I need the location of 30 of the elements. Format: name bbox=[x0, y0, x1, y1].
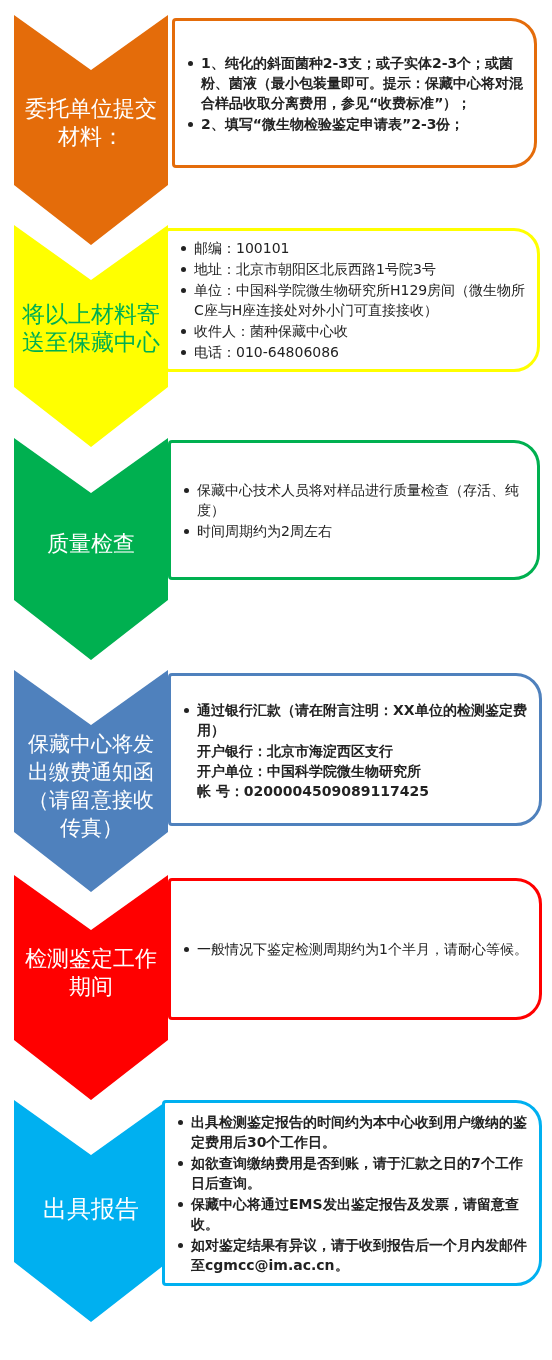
bullet-item: 收件人：菌种保藏中心收 bbox=[178, 321, 529, 341]
bullet-item: 2、填写“微生物检验鉴定申请表”2-3份； bbox=[185, 113, 526, 134]
info-panel bbox=[168, 440, 540, 580]
bullet-item: 1、纯化的斜面菌种2-3支；或子实体2-3个；或菌粉、菌液（最小包装量即可。提示：保藏中心将对混合样品收取分离费用，参见“收费标准”）； bbox=[185, 52, 526, 113]
step-title: 质量检查 bbox=[46, 530, 136, 558]
bullet-item: 通过银行汇款（请在附言注明：XX单位的检测鉴定费用） bbox=[181, 699, 531, 740]
bullet-item: 邮编：100101 bbox=[178, 238, 529, 258]
step-title: 将以上材料寄送至保藏中心 bbox=[22, 300, 160, 356]
bullet-item: 一般情况下鉴定检测周期约为1个半月，请耐心等候。 bbox=[181, 939, 531, 959]
bullet-item: 如对鉴定结果有异议，请于收到报告后一个月内发邮件至cgmcc@im.ac.cn。 bbox=[175, 1234, 531, 1275]
step-title: 出具报告 bbox=[42, 1195, 140, 1223]
bullet-item: 保藏中心将通过EMS发出鉴定报告及发票，请留意查收。 bbox=[175, 1193, 531, 1234]
step-title: 保藏中心将发出缴费通知函（请留意接收传真） bbox=[27, 731, 155, 842]
detail-line: 开户单位：中国科学院微生物研究所 bbox=[197, 761, 422, 781]
bullet-item: 如欲查询缴纳费用是否到账，请于汇款之日的7个工作日后查询。 bbox=[175, 1152, 531, 1193]
step-title: 检测鉴定工作期间 bbox=[24, 945, 158, 1001]
info-panel bbox=[162, 1100, 542, 1286]
bullet-item: 时间周期约为2周左右 bbox=[181, 520, 529, 541]
info-panel bbox=[168, 673, 542, 826]
detail-line: 帐 号：0200004509089117425 bbox=[197, 781, 430, 801]
info-panel bbox=[168, 878, 542, 1020]
bullet-item: 单位：中国科学院微生物研究所H129房间（微生物所C座与H座连接处对外小门可直接接收） bbox=[178, 280, 529, 320]
step-title: 委托单位提交材料： bbox=[24, 95, 158, 151]
info-panel bbox=[172, 18, 537, 168]
info-panel bbox=[165, 228, 540, 372]
bullet-item: 地址：北京市朝阳区北辰西路1号院3号 bbox=[178, 259, 529, 279]
bullet-item: 电话：010-64806086 bbox=[178, 342, 529, 362]
bullet-item: 出具检测鉴定报告的时间约为本中心收到用户缴纳的鉴定费用后30个工作日。 bbox=[175, 1111, 531, 1152]
detail-line: 开户银行：北京市海淀西区支行 bbox=[197, 741, 394, 761]
bullet-item: 保藏中心技术人员将对样品进行质量检查（存活、纯度） bbox=[181, 479, 529, 520]
